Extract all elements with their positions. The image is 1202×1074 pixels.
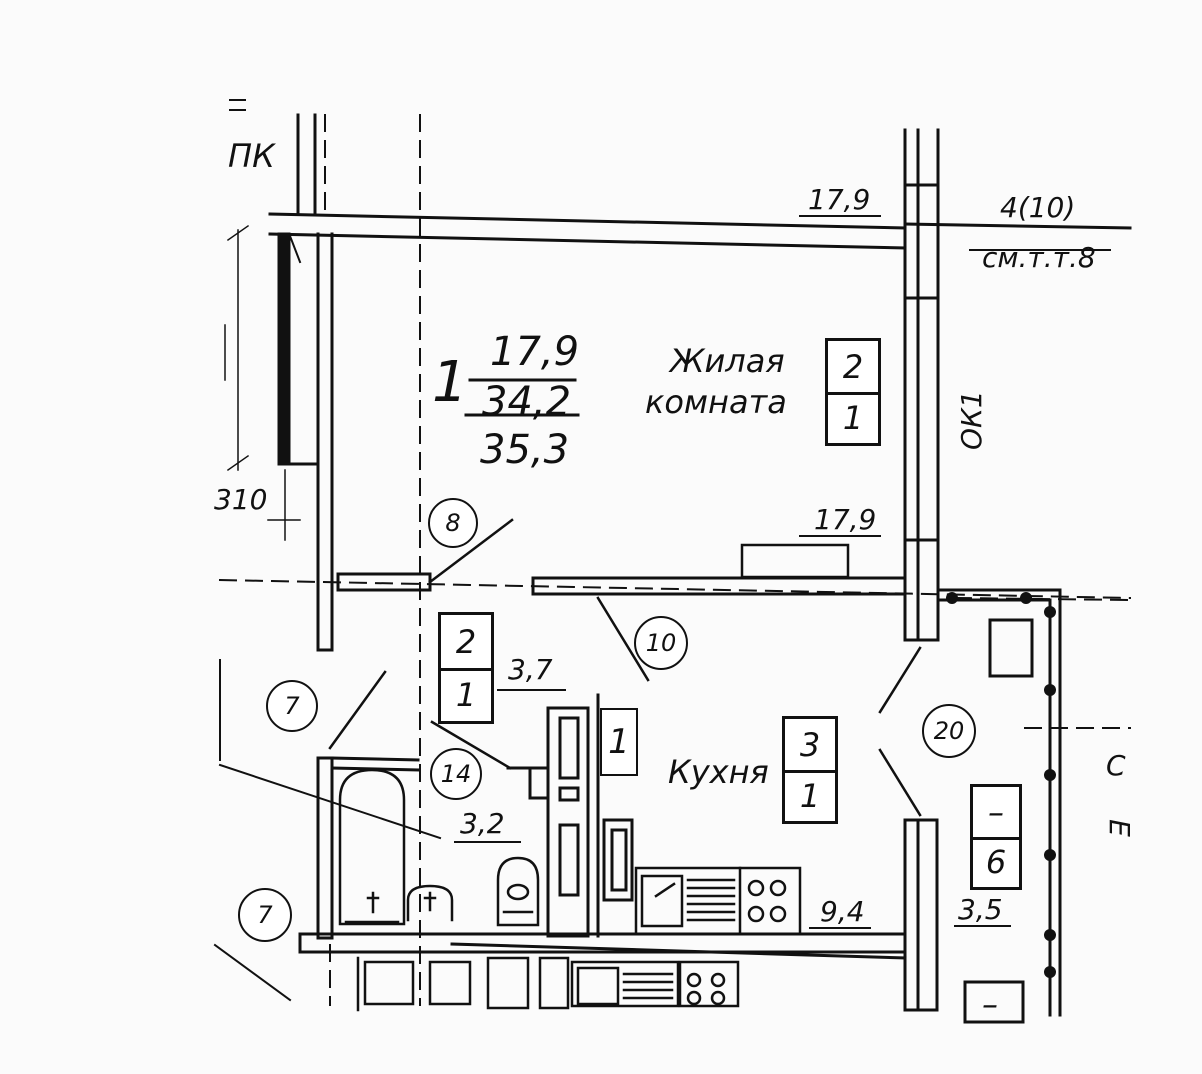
total-area-value: 35,3 bbox=[480, 427, 570, 473]
loggia-type-box: – 6 bbox=[970, 784, 1022, 890]
lower-fixtures bbox=[356, 956, 740, 1012]
room-number: 1 bbox=[432, 350, 468, 415]
bathroom-area-label: 3,2 bbox=[460, 807, 505, 840]
wall-kitchen-right bbox=[903, 818, 939, 1012]
top-area-label: 17,9 bbox=[808, 183, 871, 216]
loggia-next-type-top: – bbox=[982, 985, 998, 1023]
living-area-value: 17,9 bbox=[490, 329, 580, 375]
kitchen-area-label: 9,4 bbox=[820, 895, 865, 928]
room-type-box: 2 1 bbox=[825, 338, 881, 446]
loggia-posts bbox=[946, 592, 1056, 978]
loggia-area-label: 3,5 bbox=[958, 893, 1003, 926]
useful-area-value: 34,2 bbox=[482, 379, 572, 425]
top-right-reference: см.т.т.8 bbox=[982, 241, 1096, 274]
kitchen-type-box: 3 1 bbox=[782, 716, 838, 824]
radiator bbox=[740, 543, 850, 579]
loggia-type-bottom: 6 bbox=[985, 843, 1007, 881]
loggia-type-top: – bbox=[973, 787, 1019, 840]
window-mark-ok1: ОК1 bbox=[955, 390, 988, 450]
wall-left bbox=[277, 113, 334, 652]
room-type-top: 2 bbox=[828, 341, 878, 395]
marker-7-lower: 7 bbox=[238, 888, 292, 942]
dimension-310 bbox=[224, 224, 301, 541]
doors bbox=[328, 518, 922, 817]
kitchen-type-bottom: 1 bbox=[799, 776, 821, 815]
left-leaders bbox=[213, 99, 442, 1002]
dimension-310-label: 310 bbox=[214, 483, 268, 516]
kitchen-tag: 1 bbox=[608, 722, 630, 762]
kitchen-counter bbox=[634, 866, 802, 936]
hall-type-box: 2 1 bbox=[438, 612, 494, 724]
right-edge-cut-label: Е bbox=[1102, 819, 1136, 837]
wall-top bbox=[268, 212, 1132, 250]
area-underlines bbox=[454, 215, 1111, 929]
wall-right-window bbox=[903, 128, 940, 642]
hall-type-bottom: 1 bbox=[455, 675, 477, 714]
kitchen-name: Кухня bbox=[668, 753, 769, 791]
hall-area-label: 3,7 bbox=[508, 653, 553, 686]
kitchen-type-top: 3 bbox=[785, 719, 835, 773]
area-fraction-lines bbox=[464, 378, 580, 417]
bathroom-walls bbox=[316, 693, 634, 940]
marker-7-upper: 7 bbox=[266, 680, 318, 732]
wall-bottom bbox=[298, 932, 907, 960]
marker-20: 20 bbox=[922, 704, 976, 758]
toilet bbox=[496, 856, 540, 927]
pk-label: ПК bbox=[228, 137, 275, 175]
window-area-label: 17,9 bbox=[814, 503, 877, 536]
kitchen-tag-box: 1 bbox=[600, 708, 638, 776]
marker-8: 8 bbox=[428, 498, 478, 548]
hall-type-top: 2 bbox=[441, 615, 491, 671]
marker-14: 14 bbox=[430, 748, 482, 800]
room-type-bottom: 1 bbox=[842, 398, 864, 437]
top-right-index: 4(10) bbox=[1000, 191, 1076, 224]
room-name-line1: Жилая bbox=[670, 342, 785, 380]
marker-10: 10 bbox=[634, 616, 688, 670]
right-cut-label: С bbox=[1106, 749, 1126, 782]
bathtub bbox=[338, 768, 454, 926]
room-name-line2: комната bbox=[645, 383, 787, 421]
